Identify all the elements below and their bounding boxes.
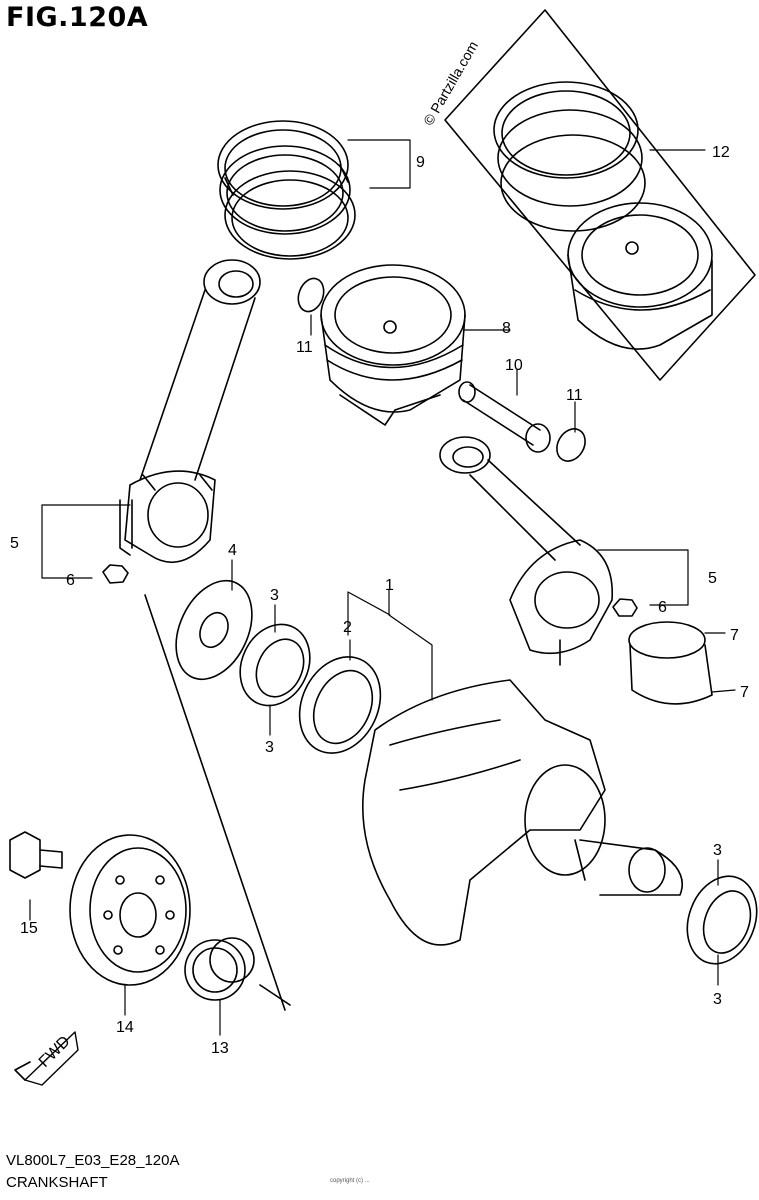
callout-numbers: 1 2 3 3 3 3 4 5 5 6 6 7 7 8 9 10 11 11 1… [10,144,749,1057]
callout-4: 4 [228,542,237,559]
callout-3-a: 3 [270,587,279,604]
connecting-rod-left [119,259,261,564]
nut-left [102,564,129,584]
piston-rings [217,120,356,260]
callout-7-b: 7 [740,684,749,701]
fwd-arrow-icon [14,1031,79,1086]
callout-6-b: 6 [658,599,667,616]
callout-3-c: 3 [713,842,722,859]
callout-10: 10 [505,357,523,374]
callout-15: 15 [20,920,38,937]
bearing-left [239,623,311,707]
callout-11-a: 11 [296,339,313,356]
callout-3-b: 3 [265,739,274,756]
callout-12: 12 [712,144,730,161]
callout-13: 13 [211,1040,229,1057]
diagram-code: VL800L7_E03_E28_120A [6,1152,180,1169]
bearing-right [686,875,758,965]
wrist-pin [458,381,551,453]
callout-3-d: 3 [713,991,722,1008]
callout-1: 1 [385,577,394,594]
diagram-name: CRANKSHAFT [6,1174,108,1191]
thrust-washer [175,579,253,681]
piston [320,264,466,426]
leader-lines [29,139,736,1036]
section-line [144,594,291,1011]
circlip-lower [556,428,586,462]
crankshaft [362,679,683,946]
callout-9: 9 [416,154,425,171]
callout-7-a: 7 [730,627,739,644]
callout-5-b: 5 [708,570,717,587]
big-end-bearing [628,621,713,705]
tiny-copyright: copyright (c) ... [330,1178,370,1184]
callout-14: 14 [116,1019,134,1036]
gear-bolt [9,831,63,879]
callout-8: 8 [502,320,511,337]
callout-6-a: 6 [66,572,75,589]
primary-gear [69,834,191,986]
piston-assembly-box [444,9,756,381]
journal-ring [298,656,382,754]
callout-11-b: 11 [566,387,583,404]
circlip-upper [297,277,325,313]
figure-title: FIG.120A [6,2,149,33]
callout-2: 2 [343,619,352,636]
callout-5-a: 5 [10,535,19,552]
connecting-rod-right [439,436,613,666]
nut-right [612,598,638,617]
timing-gear [184,937,255,1001]
